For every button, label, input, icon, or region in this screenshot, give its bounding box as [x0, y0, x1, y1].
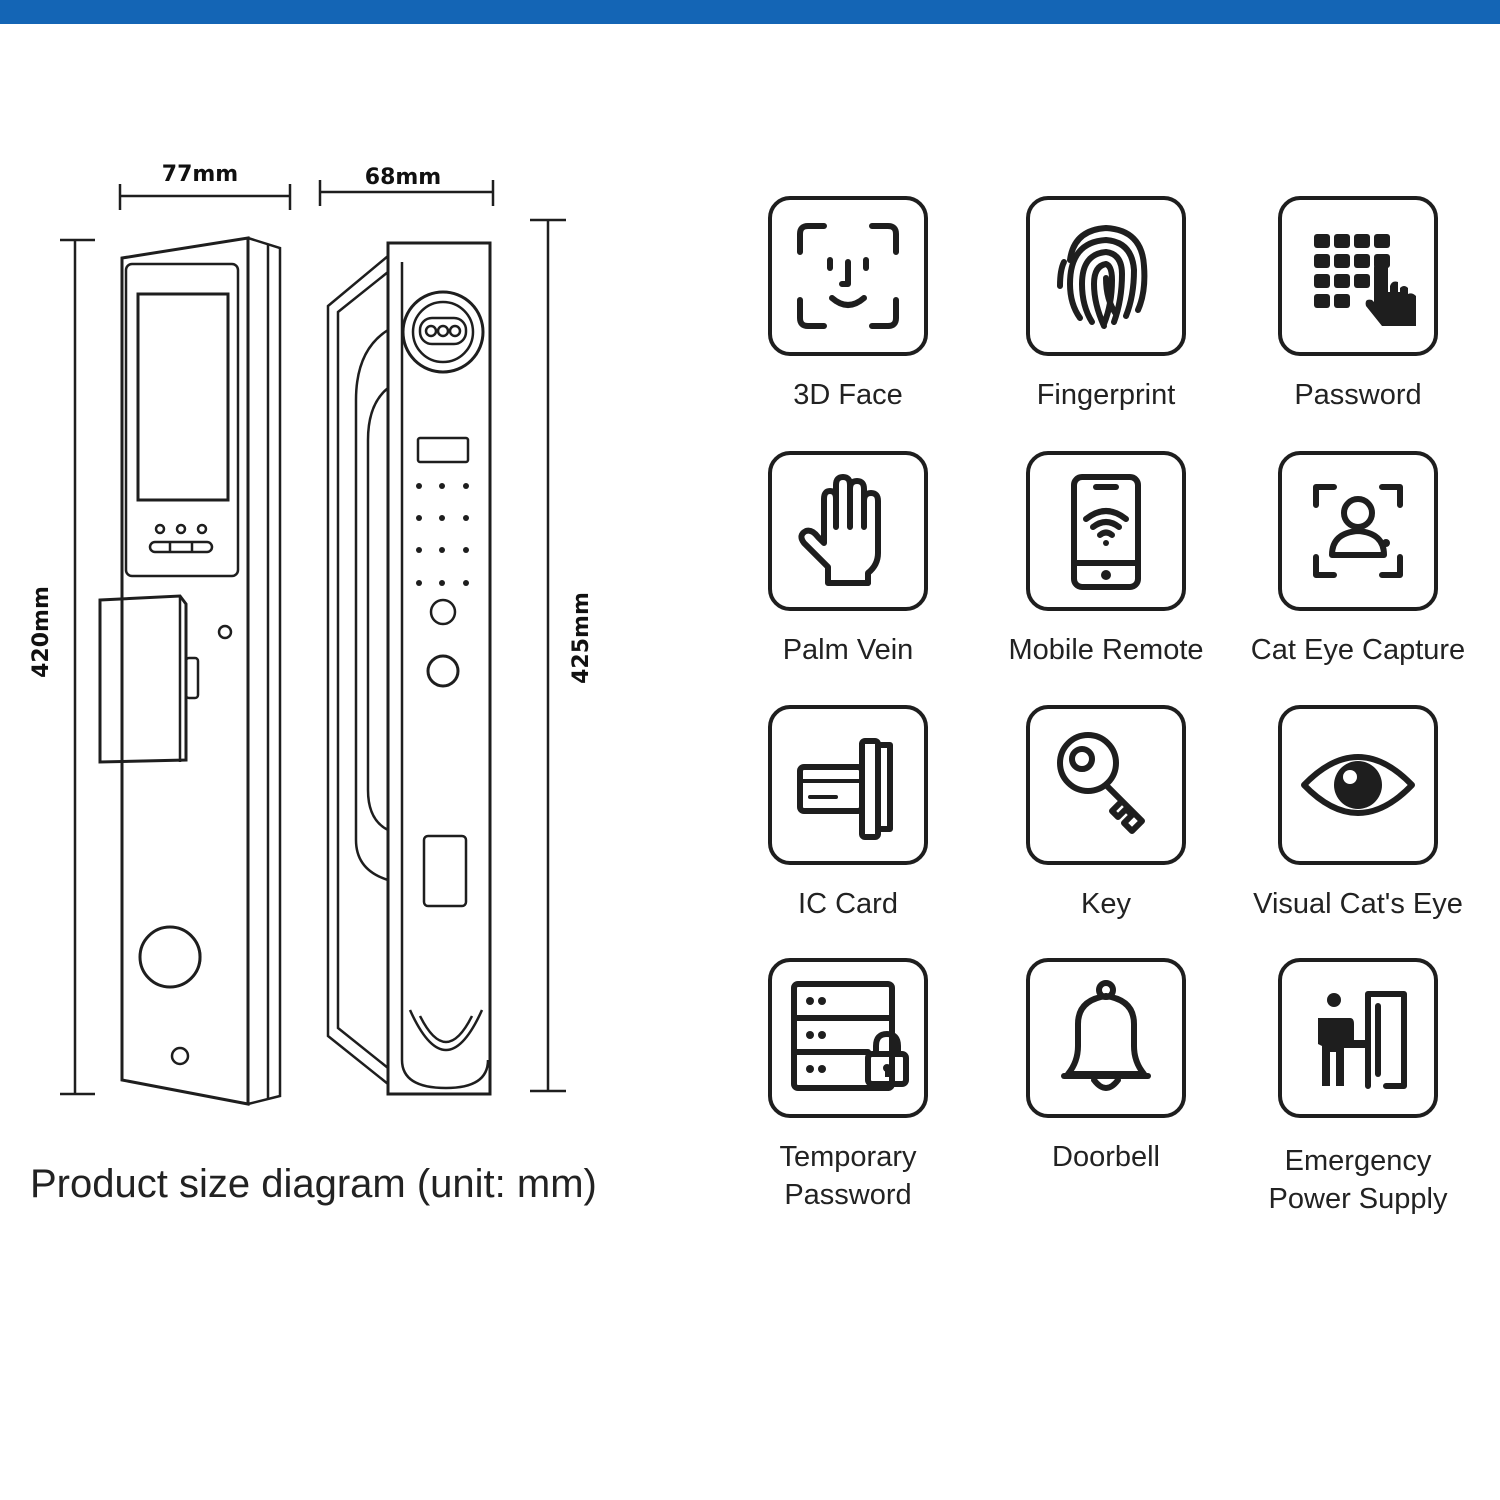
front-height-dimension: [60, 238, 95, 1096]
product-size-diagram: 77mm 68mm 420mm 425mm: [29, 162, 594, 1106]
feature-label: IC Card: [798, 888, 898, 920]
side-view-keypad: [416, 483, 469, 586]
mobile-wifi-icon: [1026, 451, 1186, 611]
fingerprint-icon: [1026, 196, 1186, 356]
person-capture-icon: [1278, 451, 1438, 611]
side-height-dimension: [530, 218, 566, 1093]
feature-label: Palm Vein: [782, 634, 914, 666]
front-width-label: 77mm: [162, 162, 238, 187]
feature-label: Visual Cat's Eye: [1253, 888, 1463, 920]
face-scan-icon: [768, 196, 928, 356]
palm-icon: [768, 451, 928, 611]
feature-label: 3D Face: [793, 379, 903, 411]
front-view-lock: [98, 236, 282, 1106]
side-height-label: 425mm: [569, 592, 594, 684]
feature-label: Password: [1294, 379, 1422, 411]
side-width-dimension: [318, 180, 495, 206]
emergency-power-icon: [1278, 958, 1438, 1118]
key-icon: [1026, 705, 1186, 865]
feature-label: Mobile Remote: [1008, 634, 1204, 666]
side-width-label: 68mm: [365, 165, 441, 190]
side-view-lock: [326, 241, 492, 1096]
front-width-dimension: [118, 184, 292, 210]
diagram-caption: Product size diagram (unit: mm): [30, 1162, 597, 1206]
server-lock-icon: [768, 958, 928, 1118]
feature-label: Key: [1081, 888, 1131, 920]
eye-icon: [1278, 705, 1438, 865]
feature-label: Cat Eye Capture: [1250, 634, 1466, 666]
ic-card-icon: [768, 705, 928, 865]
keypad-icon: [1278, 196, 1438, 356]
top-accent-bar: [0, 0, 1500, 24]
front-height-label: 420mm: [29, 586, 54, 678]
dimension-labels: 77mm 68mm 420mm 425mm: [29, 162, 594, 684]
feature-label: Doorbell: [1052, 1141, 1160, 1173]
feature-label: Fingerprint: [1036, 379, 1176, 411]
bell-icon: [1026, 958, 1186, 1118]
